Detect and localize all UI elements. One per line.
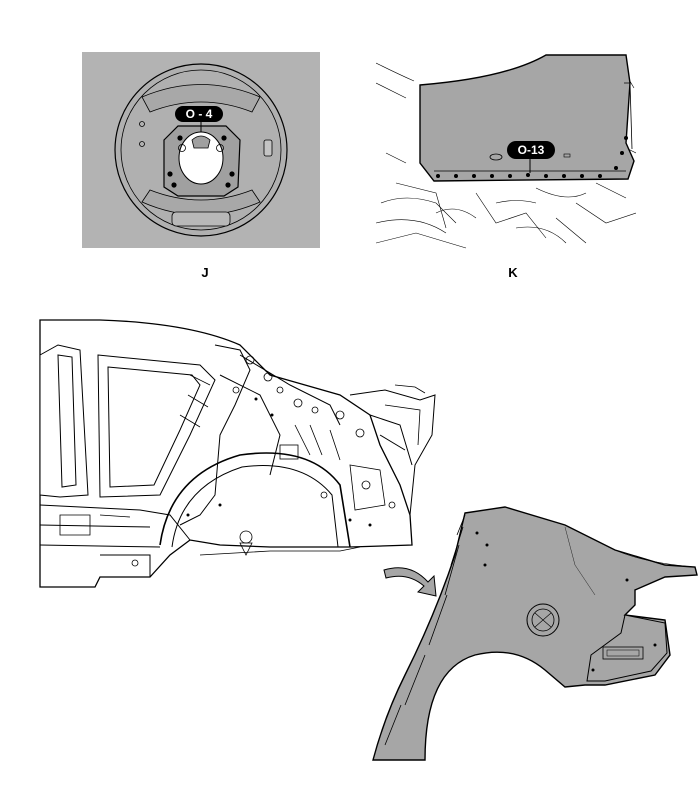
callout-o-4: O - 4	[185, 107, 213, 121]
caption-k: K	[508, 265, 518, 280]
body-side-structure-drawing	[39, 319, 436, 588]
replacement-arrow	[383, 567, 437, 597]
detail-panel-k: O-13	[376, 53, 636, 249]
rear-quarter-panel-drawing	[372, 506, 698, 761]
detail-panel-j: O - 4	[82, 52, 320, 248]
quarter-panel-lower-edge-drawing	[376, 54, 636, 249]
callout-o-13: O-13	[517, 143, 545, 157]
drum-backing-plate-drawing	[114, 63, 288, 237]
caption-j: J	[201, 265, 209, 280]
